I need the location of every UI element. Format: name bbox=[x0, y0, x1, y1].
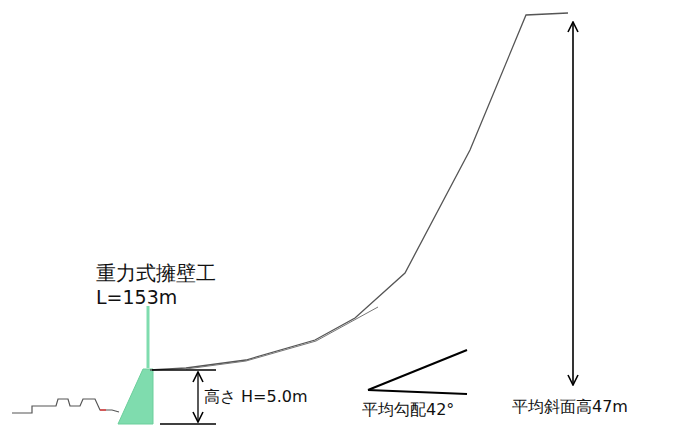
leader-line bbox=[147, 306, 150, 368]
dim-line-top bbox=[152, 369, 216, 370]
ground-line bbox=[12, 399, 119, 413]
height-arrow bbox=[572, 22, 574, 385]
gradient-base bbox=[368, 390, 467, 394]
dim-line-bottom bbox=[160, 423, 216, 424]
wall-name: 重力式擁壁工 bbox=[96, 262, 216, 284]
ground-red-mark bbox=[100, 409, 106, 411]
slope-surface bbox=[150, 13, 568, 370]
height-dimension: 高さ H=5.0m bbox=[204, 388, 308, 406]
dim-arrow bbox=[197, 372, 198, 422]
gradient-label: 平均勾配42° bbox=[362, 401, 454, 419]
retaining-wall bbox=[118, 369, 153, 424]
wall-length: L=153m bbox=[96, 287, 177, 308]
slope-surface-2 bbox=[186, 307, 378, 369]
slope-height-label: 平均斜面高47m bbox=[512, 398, 628, 416]
gradient-line bbox=[368, 350, 467, 390]
